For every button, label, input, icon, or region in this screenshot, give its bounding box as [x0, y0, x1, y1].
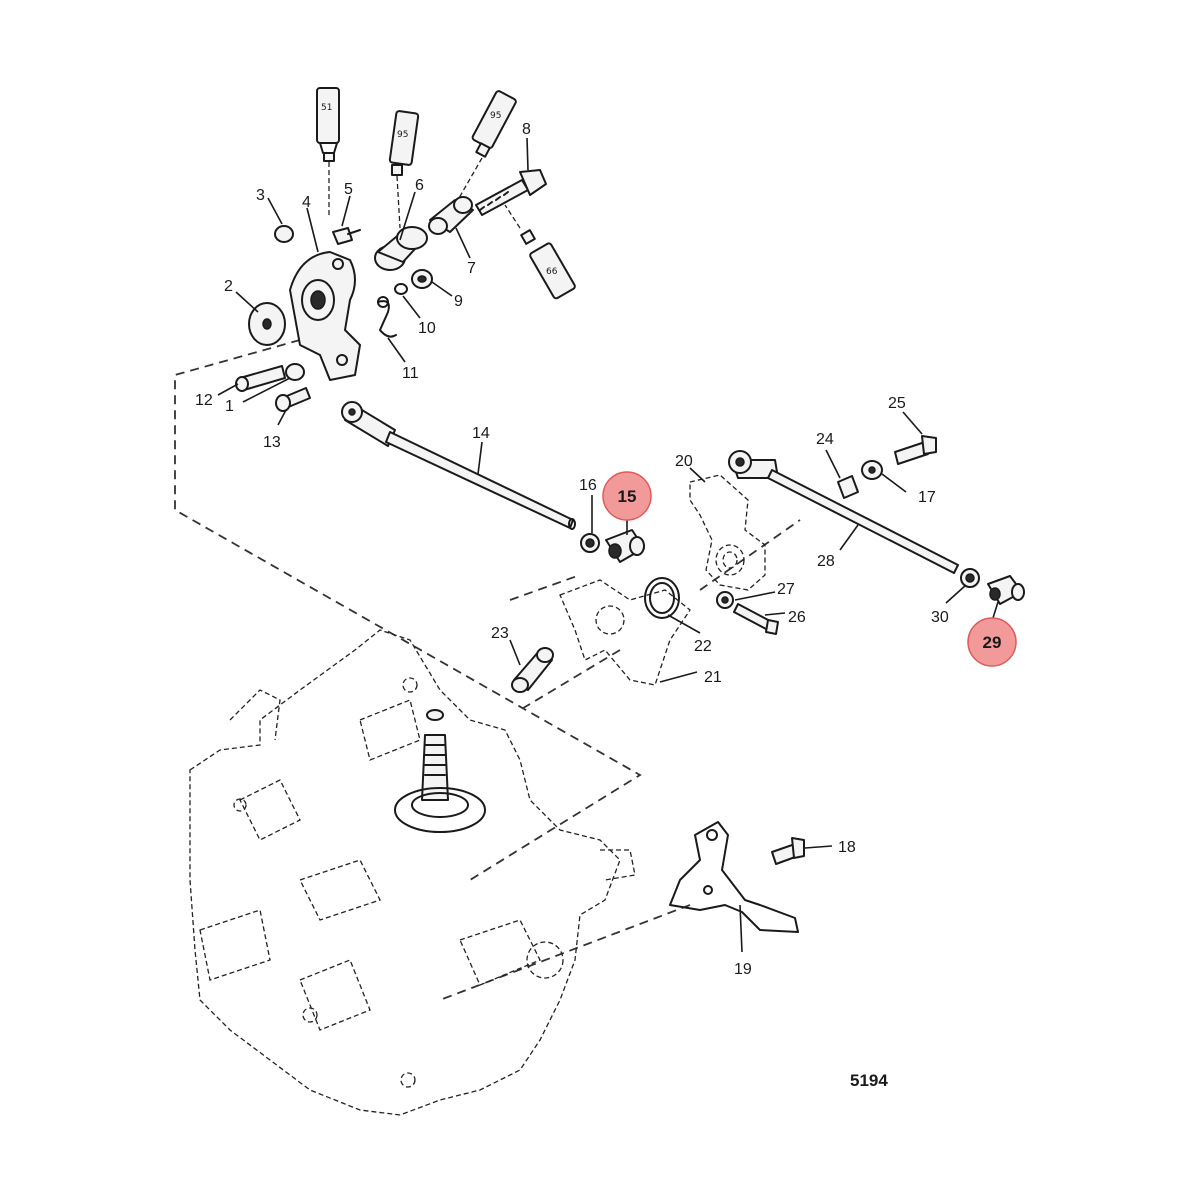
- bushing-part-1: [285, 363, 305, 381]
- tube-label-95-right: 95: [490, 111, 501, 121]
- sleeve-part-23: [511, 647, 554, 693]
- link-part-11: [377, 296, 397, 338]
- callout-5: 5: [344, 181, 353, 198]
- callout-23: 23: [491, 625, 509, 642]
- tube-label-51: 51: [321, 103, 332, 113]
- screw-part-18: [771, 837, 805, 865]
- bracket-part-20: [689, 474, 766, 591]
- nut-part-27: [716, 591, 734, 609]
- sealant-tube-66: 66: [504, 204, 576, 300]
- engine-block: [189, 629, 636, 1116]
- highlight-15: 15: [602, 471, 652, 521]
- callout-6: 6: [415, 177, 424, 194]
- tube-label-66: 66: [546, 267, 558, 277]
- callout-1: 1: [225, 398, 234, 415]
- callout-16: 16: [579, 477, 597, 494]
- bracket-part-19: [669, 821, 799, 933]
- washer-part-10: [394, 283, 408, 295]
- callout-9: 9: [454, 293, 463, 310]
- washer-part-17: [861, 460, 883, 480]
- callout-14: 14: [472, 425, 490, 442]
- ball-joint-part-29: [987, 575, 1025, 605]
- sealant-tube-51: 51: [316, 87, 340, 215]
- screw-part-26: [733, 603, 779, 635]
- sleeve-part-7: [428, 196, 474, 235]
- callout-25: 25: [888, 395, 906, 412]
- bolt-part-8: [475, 169, 547, 216]
- callout-labels: 1 2 3 4 5 6 7 8 9 10 11 12 13 14 16 17 1…: [195, 121, 949, 978]
- bolt-part-25: [894, 435, 937, 465]
- callout-7: 7: [467, 260, 476, 277]
- tube-label-95-left: 95: [397, 130, 408, 140]
- pin-part-12: [235, 365, 286, 392]
- link-rod-part-14: [341, 401, 576, 530]
- dashed-guide-lines: [174, 339, 801, 1001]
- callout-10: 10: [418, 320, 436, 337]
- callout-2: 2: [224, 278, 233, 295]
- throttle-cam-bracket: [289, 251, 361, 381]
- callout-13: 13: [263, 434, 281, 451]
- leader-lines: [217, 137, 999, 953]
- nut-part-16: [580, 533, 600, 553]
- clip-part-24: [837, 475, 859, 499]
- callout-8: 8: [522, 121, 531, 138]
- bushing-part-6: [374, 226, 428, 271]
- callout-21: 21: [704, 669, 722, 686]
- highlight-circle-15: [602, 471, 652, 521]
- diagram-reference-number: 5194: [850, 1071, 888, 1090]
- callout-18: 18: [838, 839, 856, 856]
- highlight-circle-29: [967, 617, 1017, 667]
- highlight-label-29: 29: [983, 633, 1002, 652]
- screw-part-13: [275, 387, 311, 412]
- sealant-tube-95-right: 95: [454, 90, 517, 206]
- callout-4: 4: [302, 194, 311, 211]
- highlight-29: 29: [967, 617, 1017, 667]
- callout-27: 27: [777, 581, 795, 598]
- callout-30: 30: [931, 609, 949, 626]
- callout-24: 24: [816, 431, 834, 448]
- screw-part-5: [332, 227, 361, 245]
- nut-part-30: [960, 568, 980, 588]
- callout-22: 22: [694, 638, 712, 655]
- ball-joint-part-15: [605, 529, 645, 563]
- spring-part-22: [644, 577, 680, 619]
- nut-part-9: [411, 269, 433, 289]
- cam-plate-part-21: [559, 579, 691, 686]
- callout-3: 3: [256, 187, 265, 204]
- link-rod-part-28: [728, 450, 959, 574]
- callout-19: 19: [734, 961, 752, 978]
- sealant-tube-95-left: 95: [388, 110, 420, 229]
- highlight-label-15: 15: [618, 487, 637, 506]
- bushing-part-3: [274, 225, 294, 243]
- callout-20: 20: [675, 453, 693, 470]
- callout-11: 11: [402, 365, 419, 382]
- callout-28: 28: [817, 553, 835, 570]
- callout-12: 12: [195, 392, 213, 409]
- washer-part-2: [248, 302, 286, 346]
- callout-26: 26: [788, 609, 806, 626]
- callout-17: 17: [918, 489, 936, 506]
